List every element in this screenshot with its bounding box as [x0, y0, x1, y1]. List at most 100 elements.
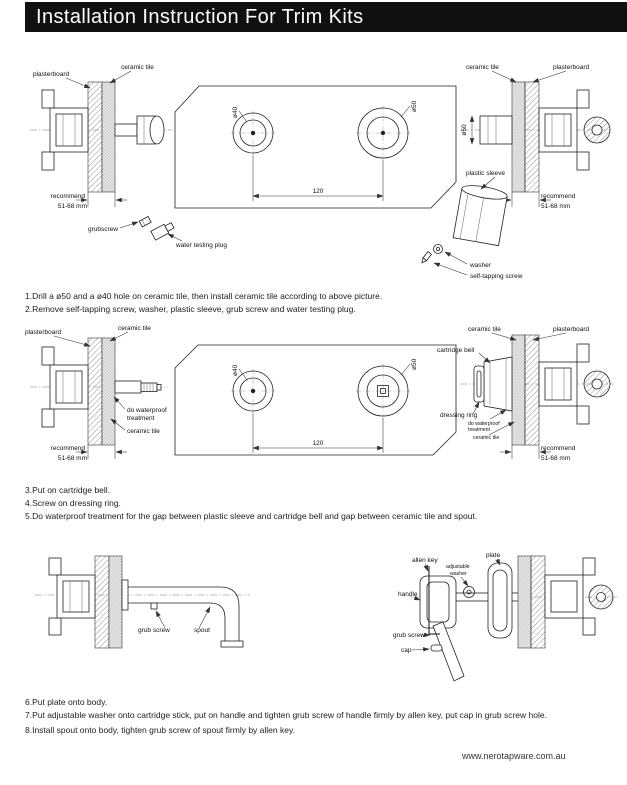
step-8: 8.Install spout onto body, tighten grub … [25, 725, 295, 735]
fig2-tile-panel [174, 344, 457, 456]
plastic-sleeve-part [452, 185, 508, 247]
svg-text:cap: cap [401, 647, 412, 654]
label-water-testing-plug-fig1: water testing plug [167, 233, 227, 249]
step-2: 2.Remove self-tapping screw, washer, pla… [25, 304, 356, 314]
fig1-tile-panel [174, 85, 457, 209]
label-ceramic-tile-fig1-left: ceramic tile [109, 64, 154, 84]
label-waterproof-fig2-right: do waterproof treatment [468, 409, 507, 433]
figure-3: grub screw spout [35, 552, 618, 682]
label-plasterboard-fig2-left: plasterboard [25, 329, 91, 347]
label-self-tapping-screw-fig1: self-tapping screw [433, 262, 523, 280]
label-spout-fig3: spout [194, 606, 211, 634]
svg-text:do waterproof: do waterproof [468, 421, 500, 427]
dimension-dia50-fig1-right: ø50 [461, 115, 475, 145]
dimension-recommend-fig1-right: recommend 51-68 mm [500, 192, 576, 210]
fig1-left-wall-assembly [30, 81, 172, 193]
label-cartridge-bell-fig2: cartridge bell [437, 347, 491, 364]
fig3-left-spout-assembly [35, 555, 250, 649]
label-dia50-fig1: ø50 [400, 100, 418, 118]
label-dia40-fig2: ø40 [232, 364, 248, 381]
svg-text:120: 120 [313, 188, 324, 195]
label-allen-key-fig3: allen key [412, 557, 438, 572]
label-plastic-sleeve-fig1: plastic sleeve [466, 170, 505, 190]
label-dia40-fig1: ø40 [232, 106, 248, 123]
label-plasterboard-fig1-left: plasterboard [33, 71, 91, 89]
page-title: Installation Instruction For Trim Kits [36, 5, 364, 28]
dimension-recommend-fig2-left: recommend 51-68 mm [51, 445, 127, 462]
svg-text:51-68 mm: 51-68 mm [58, 203, 87, 210]
label-dia50-fig2: ø50 [400, 358, 418, 376]
svg-text:dressing ring: dressing ring [440, 412, 478, 419]
label-ceramic-tile-fig2-left-lower: ceramic tile [110, 418, 160, 435]
step-3: 3.Put on cartridge bell. [25, 485, 111, 495]
svg-text:spout: spout [194, 627, 210, 634]
grub-screw-part [138, 215, 152, 228]
svg-text:51-68 mm: 51-68 mm [541, 455, 570, 462]
svg-text:ceramic tile: ceramic tile [118, 325, 151, 332]
svg-text:ø50: ø50 [411, 358, 418, 370]
fig2-right-wall-assembly [460, 334, 614, 446]
svg-text:ceramic tile: ceramic tile [466, 64, 499, 71]
svg-text:plate: plate [486, 552, 500, 559]
svg-text:washer: washer [469, 262, 492, 269]
svg-text:grub screw: grub screw [138, 627, 170, 634]
label-plasterboard-fig2-right: plasterboard [532, 326, 590, 342]
svg-text:water testing plug: water testing plug [175, 242, 227, 249]
label-waterproof-fig2-left: do waterproof treatment [113, 396, 167, 422]
svg-text:ø50: ø50 [461, 124, 468, 136]
svg-text:ø40: ø40 [232, 364, 239, 376]
fig2-left-wall-assembly [30, 337, 168, 446]
label-ceramic-tile-fig1-right: ceramic tile [466, 64, 517, 83]
figure-2: plasterboard ceramic tile do waterproof … [25, 325, 614, 462]
svg-text:51-68 mm: 51-68 mm [541, 203, 570, 210]
fig3-right-handle-assembly [410, 555, 618, 682]
dimension-recommend-fig1-left: recommend 51-68 mm [51, 192, 127, 210]
label-grub-screw-fig3-right: grub screw [393, 632, 431, 639]
fig1-loose-parts [138, 185, 508, 264]
title-bar: Installation Instruction For Trim Kits [25, 2, 627, 32]
svg-text:recommend: recommend [541, 193, 576, 200]
svg-text:ceramic tile: ceramic tile [473, 435, 499, 441]
svg-text:do waterproof: do waterproof [127, 407, 167, 414]
svg-text:plasterboard: plasterboard [25, 329, 62, 336]
svg-text:ø50: ø50 [411, 100, 418, 112]
label-plasterboard-fig1-right: plasterboard [532, 64, 590, 83]
label-plate-fig3: plate [486, 552, 500, 566]
svg-text:washer: washer [450, 571, 467, 577]
step-6: 6.Put plate onto body. [25, 697, 108, 707]
svg-text:grub screw: grub screw [393, 632, 425, 639]
fig1-right-wall-assembly [462, 81, 612, 193]
svg-text:plasterboard: plasterboard [553, 326, 590, 333]
label-grubscrew-fig1: grubscrew [88, 221, 139, 233]
svg-text:recommend: recommend [541, 445, 576, 452]
svg-text:120: 120 [313, 440, 324, 447]
svg-text:adjustable: adjustable [446, 564, 470, 570]
svg-text:plasterboard: plasterboard [553, 64, 590, 71]
svg-text:self-tapping screw: self-tapping screw [470, 273, 523, 280]
svg-text:ceramic tile: ceramic tile [121, 64, 154, 71]
label-grub-screw-fig3-left: grub screw [138, 610, 170, 634]
label-cap-fig3: cap [401, 647, 430, 654]
dimension-120-fig1: 120 [252, 155, 384, 201]
step-4: 4.Screw on dressing ring. [25, 498, 121, 508]
website-text: www.nerotapware.com.au [462, 751, 566, 761]
label-ceramic-tile-fig2-right-lower: ceramic tile [473, 421, 515, 441]
washer-part [433, 244, 443, 254]
step-1: 1.Drill a ø50 and a ø40 hole on ceramic … [25, 291, 383, 301]
svg-text:plastic sleeve: plastic sleeve [466, 170, 505, 177]
label-ceramic-tile-fig2-left: ceramic tile [109, 325, 151, 342]
svg-text:ceramic tile: ceramic tile [468, 326, 501, 333]
label-washer-fig1: washer [444, 251, 492, 269]
svg-text:treatment: treatment [468, 427, 490, 433]
label-ceramic-tile-fig2-right: ceramic tile [468, 326, 517, 341]
figure-1: plasterboard ceramic tile recommend 51-6… [30, 64, 612, 280]
svg-text:allen key: allen key [412, 557, 438, 564]
svg-text:treatment: treatment [127, 415, 155, 422]
svg-text:ceramic tile: ceramic tile [127, 428, 160, 435]
step-5: 5.Do waterproof treatment for the gap be… [25, 511, 478, 521]
svg-text:recommend: recommend [51, 193, 86, 200]
label-adjustable-washer-fig3: adjustable washer [446, 564, 470, 587]
dimension-recommend-fig2-right: recommend 51-68 mm [500, 445, 576, 462]
step-7: 7.Put adjustable washer onto cartridge s… [25, 710, 547, 720]
svg-text:recommend: recommend [51, 445, 86, 452]
